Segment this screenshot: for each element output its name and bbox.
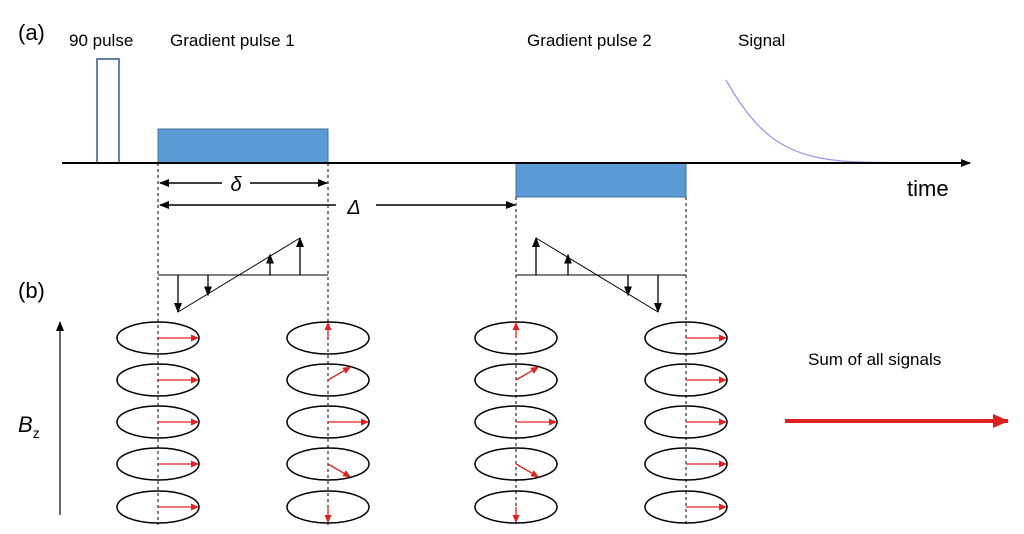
gradient-pulse-1 [157, 128, 329, 164]
delta-small-mask [222, 172, 250, 194]
magnetization-arrow [515, 366, 539, 381]
spin-ellipse [644, 405, 728, 439]
delta-big-label: Δ [346, 197, 360, 219]
spin-ellipse [644, 490, 728, 524]
bz-axis-label: Bz [18, 412, 40, 441]
profile-slope [177, 237, 301, 313]
spin-ellipse [474, 490, 558, 524]
profile-slope [535, 237, 659, 313]
guide-lines [157, 163, 687, 525]
spin-ellipse [474, 363, 558, 397]
bz-main: B [18, 412, 33, 437]
spin-ellipse [644, 321, 728, 355]
panel-b-label: (b) [18, 278, 45, 303]
time-axis-label: time [907, 176, 949, 201]
magnetization-arrow [515, 463, 539, 478]
delta-small-label: δ [230, 174, 242, 196]
spin-ellipse [116, 490, 200, 524]
pulse-90-label: 90 pulse [69, 31, 133, 50]
gradient-1-profile [158, 237, 328, 313]
spin-ellipses [116, 321, 728, 524]
spin-ellipse [286, 405, 370, 439]
gradient-2-profile [516, 237, 686, 313]
signal-label: Signal [738, 31, 785, 50]
spin-ellipse [116, 405, 200, 439]
gradient-1-label: Gradient pulse 1 [170, 31, 295, 50]
gradient-pulse-2 [515, 162, 687, 198]
panel-a-label: (a) [18, 20, 45, 45]
spin-ellipse [116, 321, 200, 355]
spin-ellipse [116, 363, 200, 397]
spin-ellipse [286, 363, 370, 397]
gradient-2-label: Gradient pulse 2 [527, 31, 652, 50]
pulse-90-rect [96, 58, 120, 164]
spin-ellipse [644, 363, 728, 397]
signal-decay-curve [725, 79, 936, 164]
spin-ellipse [644, 447, 728, 481]
spin-ellipse [286, 490, 370, 524]
spin-ellipse [116, 447, 200, 481]
delta-big-mask [336, 194, 376, 216]
magnetization-arrow [327, 463, 351, 478]
spin-ellipse [474, 405, 558, 439]
magnetization-arrow [327, 366, 351, 381]
sum-label: Sum of all signals [808, 350, 941, 369]
spin-ellipse [474, 447, 558, 481]
bz-subscript: z [33, 425, 40, 441]
spin-ellipse [286, 447, 370, 481]
